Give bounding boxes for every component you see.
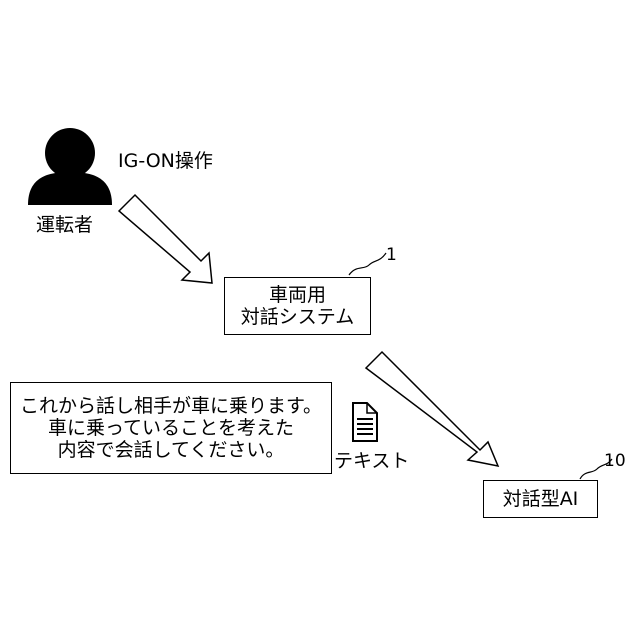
person-silhouette-icon <box>28 128 112 205</box>
document-icon <box>353 403 377 441</box>
system-box-line-1: 車両用 <box>269 284 326 306</box>
prompt-line-3: 内容で会話してください。 <box>58 439 285 461</box>
prompt-text-box: これから話し相手が車に乗ります。 車に乗っていることを考えた 内容で会話してくだ… <box>10 382 332 474</box>
leader-line-system <box>349 253 386 275</box>
prompt-line-1: これから話し相手が車に乗ります。 <box>20 395 322 417</box>
vehicle-dialogue-system-box: 車両用 対話システム <box>224 277 371 335</box>
ai-ref-number: 10 <box>604 450 626 472</box>
driver-label: 運転者 <box>36 214 93 236</box>
system-ref-number: 1 <box>386 244 397 266</box>
ai-box-label: 対話型AI <box>503 488 579 510</box>
system-box-line-2: 対話システム <box>241 306 354 328</box>
arrow-driver-to-system <box>119 195 212 283</box>
operation-label: IG-ON操作 <box>118 150 213 172</box>
document-label: テキスト <box>334 450 409 472</box>
prompt-line-2: 車に乗っていることを考えた <box>48 417 294 439</box>
conversational-ai-box: 対話型AI <box>483 480 598 518</box>
arrow-system-to-ai <box>366 352 498 466</box>
